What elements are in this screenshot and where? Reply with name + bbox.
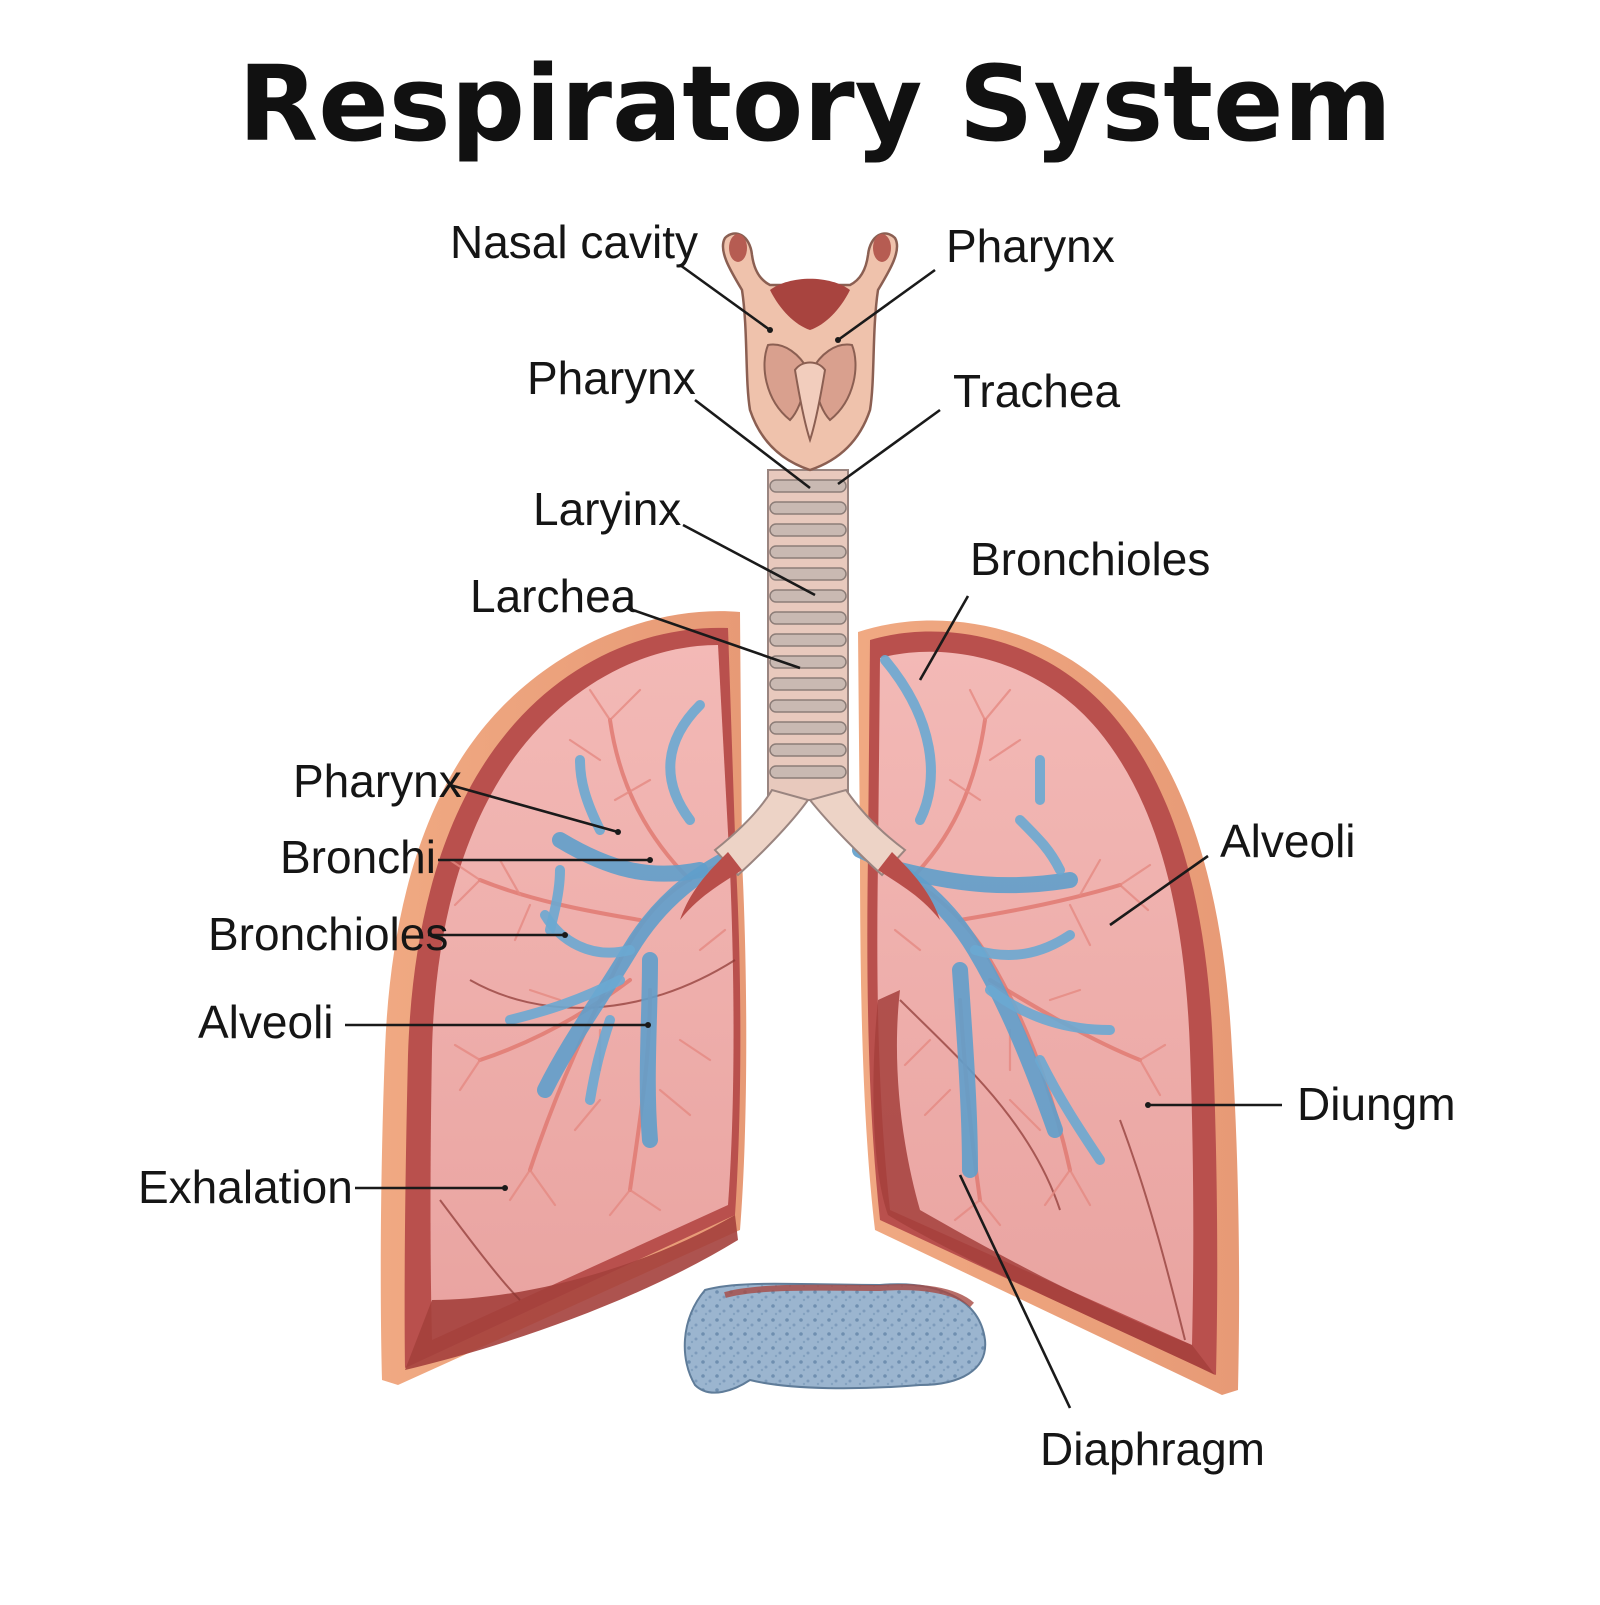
label-diaphragm: Diaphragm xyxy=(1040,1423,1265,1475)
diaphragm-organ xyxy=(685,1284,985,1393)
label-bronchi: Bronchi xyxy=(280,831,436,883)
label-laryinx: Laryinx xyxy=(533,483,681,535)
label-alveoli-right: Alveoli xyxy=(1220,815,1356,867)
label-larchea: Larchea xyxy=(470,570,637,622)
diagram-title: Respiratory System xyxy=(238,43,1392,165)
larynx xyxy=(723,233,897,470)
label-trachea: Trachea xyxy=(953,365,1120,417)
label-exhalation: Exhalation xyxy=(138,1161,353,1213)
label-nasal-cavity: Nasal cavity xyxy=(450,216,698,268)
label-pharynx-top: Pharynx xyxy=(946,220,1115,272)
label-bronchioles-left: Bronchioles xyxy=(208,908,448,960)
label-pharynx-left: Pharynx xyxy=(293,755,462,807)
label-bronchioles-right: Bronchioles xyxy=(970,533,1210,585)
label-alveoli-left: Alveoli xyxy=(198,996,334,1048)
label-pharynx-mid: Pharynx xyxy=(527,352,696,404)
right-lung xyxy=(858,621,1239,1395)
left-lung xyxy=(381,611,747,1385)
label-diungm: Diungm xyxy=(1297,1078,1456,1130)
